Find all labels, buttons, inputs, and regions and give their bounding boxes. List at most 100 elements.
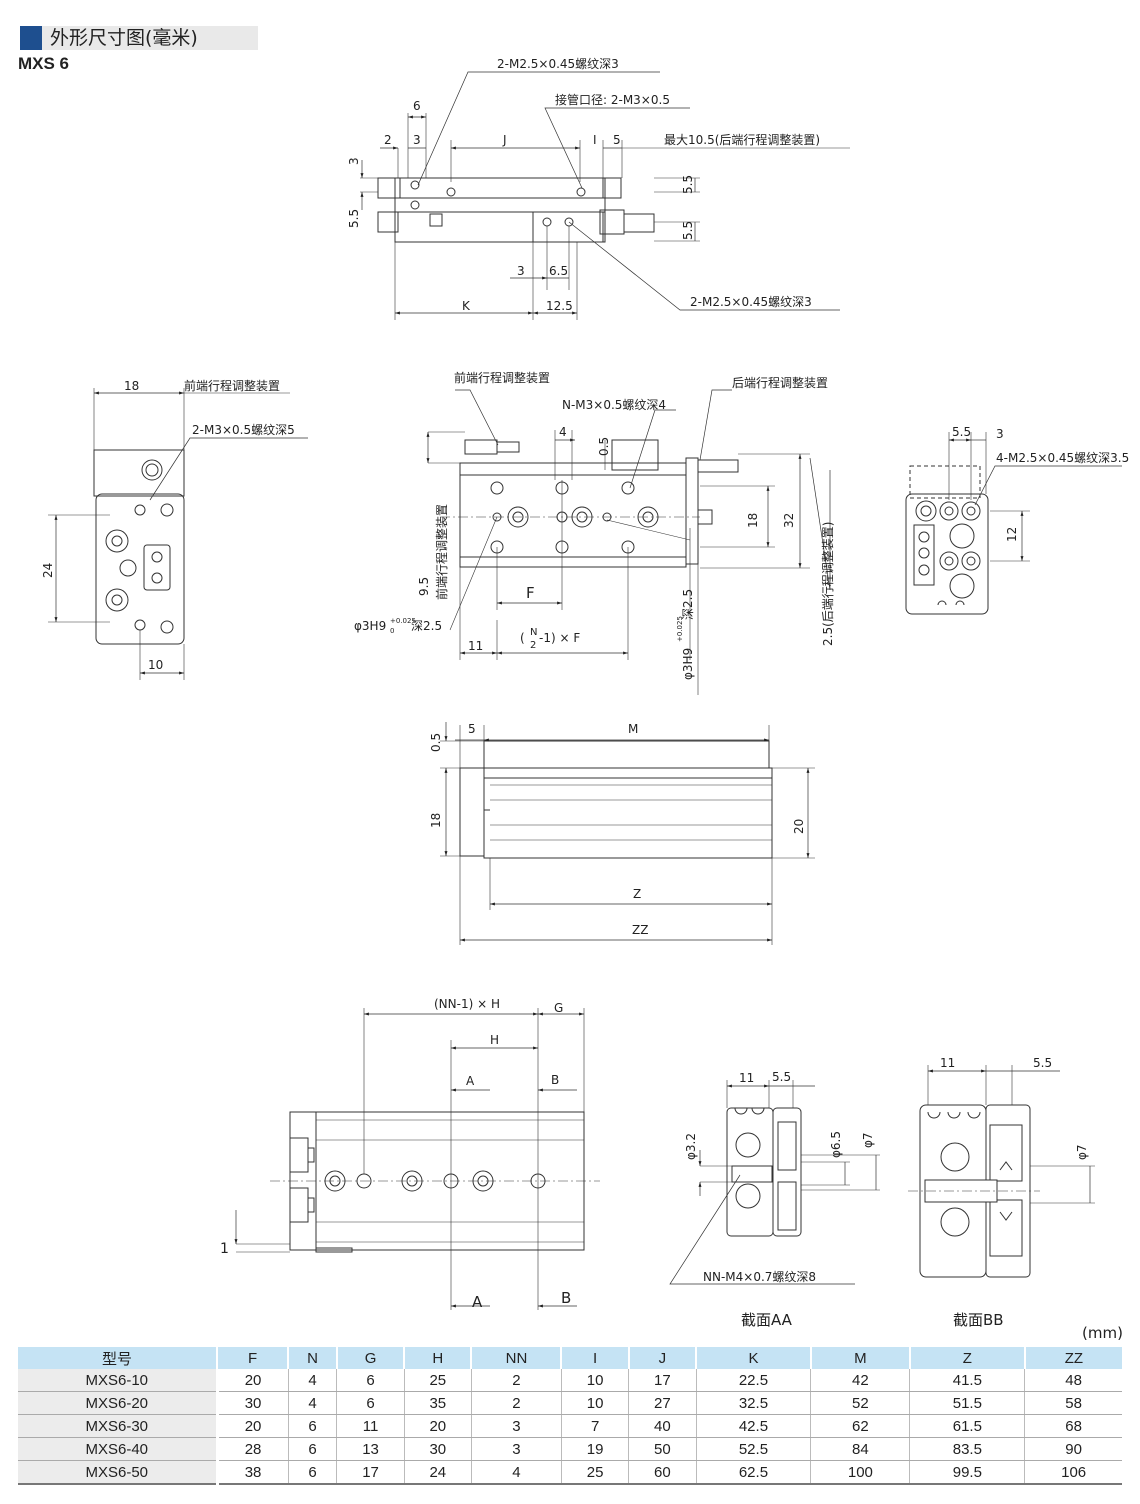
dim-5-5b: 5.5 [681, 175, 695, 194]
end-view [905, 432, 1122, 615]
dim-K: K [462, 299, 471, 313]
table-cell: 7 [561, 1414, 630, 1438]
col-header: H [404, 1347, 473, 1369]
table-cell: 10 [561, 1391, 630, 1415]
col-header: J [628, 1347, 698, 1369]
section-aa [669, 1080, 880, 1285]
dim-I: I [593, 133, 597, 147]
table-cell: 4 [288, 1391, 338, 1415]
table-cell: 62 [810, 1414, 911, 1438]
table-cell: 25 [561, 1460, 630, 1485]
table-cell: 62.5 [696, 1460, 812, 1485]
table-cell: 22.5 [696, 1369, 812, 1392]
table-cell: 6 [288, 1460, 338, 1485]
table-cell: 17 [336, 1460, 405, 1485]
model-cell: MXS6-10 [18, 1369, 219, 1392]
dim-A: A [466, 1074, 475, 1088]
front-view [440, 722, 815, 945]
dim-0-5-plan: 0.5 [597, 437, 611, 456]
table-cell: 3 [471, 1437, 562, 1461]
table-cell: 27 [628, 1391, 697, 1415]
table-cell: 3 [471, 1414, 562, 1438]
label-hole-right-depth: 深2.5 [681, 589, 695, 620]
section-bb [908, 1065, 1095, 1278]
table-cell: 52.5 [696, 1437, 812, 1461]
table-cell: 17 [628, 1369, 697, 1392]
table-cell: 90 [1024, 1437, 1122, 1461]
side-view [48, 388, 308, 680]
dim-1: 1 [220, 1241, 229, 1257]
table-cell: 83.5 [909, 1437, 1026, 1461]
col-header: M [810, 1347, 911, 1369]
dim-9-5: 9.5 [417, 577, 431, 596]
dim-18-front: 18 [429, 813, 443, 828]
dim-10: 10 [148, 658, 163, 672]
dim-phi-7-aa: φ7 [861, 1132, 875, 1148]
dim-6: 6 [413, 99, 421, 113]
dim-2: 2 [384, 133, 392, 147]
label-thread-end: 4-M2.5×0.45螺纹深3.5 [996, 451, 1129, 465]
dim-5-5c: 5.5 [681, 221, 695, 240]
dim-0-5-front: 0.5 [429, 733, 443, 752]
dim-20: 20 [792, 819, 806, 834]
dim-5: 5 [613, 133, 621, 147]
dim-18-plan: 18 [746, 513, 760, 528]
col-header: I [561, 1347, 630, 1369]
dim-5-front: 5 [468, 722, 476, 736]
table-cell: 25 [404, 1369, 472, 1392]
dim-phi-3-2: φ3.2 [684, 1133, 698, 1160]
table-cell: 60 [628, 1460, 697, 1485]
dim-32: 32 [782, 513, 796, 528]
table-cell: 6 [288, 1414, 338, 1438]
table-cell: 4 [288, 1369, 338, 1392]
table-cell: 32.5 [696, 1391, 812, 1415]
col-header: K [696, 1347, 812, 1369]
page-title: 外形尺寸图(毫米) [50, 27, 198, 49]
label-pitch-2: 2 [530, 640, 536, 651]
table-cell: 99.5 [909, 1460, 1026, 1485]
table-cell: 84 [810, 1437, 911, 1461]
dim-5-5-aa: 5.5 [772, 1070, 791, 1084]
label-hole-left-tol: +0.025 [390, 617, 416, 625]
table-cell: 35 [404, 1391, 472, 1415]
dimension-drawing: 2-M2.5×0.45螺纹深3 接管口径: 2-M3×0.5 最大10.5(后端… [41, 57, 1129, 1329]
table-cell: 4 [471, 1460, 562, 1485]
table-cell: 48 [1024, 1369, 1122, 1392]
label-thread-bottom: 2-M2.5×0.45螺纹深3 [690, 295, 812, 309]
model-cell: MXS6-30 [18, 1414, 219, 1438]
table-cell: 38 [217, 1460, 289, 1485]
dim-11-plan: 11 [468, 639, 483, 653]
label-hole-left: φ3H9 [354, 619, 386, 633]
table-cell: 19 [561, 1437, 630, 1461]
table-cell: 50 [628, 1437, 697, 1461]
table-cell: 40 [628, 1414, 697, 1438]
dim-5-5-end: 5.5 [952, 425, 971, 439]
table-cell: 30 [217, 1391, 289, 1415]
col-header: ZZ [1024, 1347, 1122, 1369]
table-cell: 68 [1024, 1414, 1122, 1438]
table-header-row: 型号 F N G H NN I J K M Z ZZ [18, 1347, 1122, 1369]
col-header: 型号 [18, 1347, 218, 1369]
col-header: G [336, 1347, 406, 1369]
table-cell: 20 [217, 1414, 289, 1438]
label-front-adj-side: 前端行程调整装置 [184, 378, 280, 393]
table-cell: 2 [471, 1369, 562, 1392]
table-cell: 52 [810, 1391, 911, 1415]
table-cell: 42 [810, 1369, 911, 1392]
label-pitch-rest: -1) × F [539, 631, 580, 645]
label-hole-left-tol0: 0 [390, 627, 394, 635]
label-hole-left-depth: 深2.5 [411, 619, 442, 633]
table-cell: 2 [471, 1391, 562, 1415]
table-cell: 30 [404, 1437, 472, 1461]
dim-24: 24 [41, 563, 55, 578]
label-n-thread: N-M3×0.5螺纹深4 [562, 398, 666, 412]
label-pitch-n: N [530, 627, 537, 638]
caption-section-bb: 截面BB [953, 1311, 1004, 1329]
plan-view [426, 389, 831, 695]
caption-section-aa: 截面AA [741, 1311, 793, 1329]
label-front-adj-vertical: 前端行程调整装置 [434, 504, 449, 600]
